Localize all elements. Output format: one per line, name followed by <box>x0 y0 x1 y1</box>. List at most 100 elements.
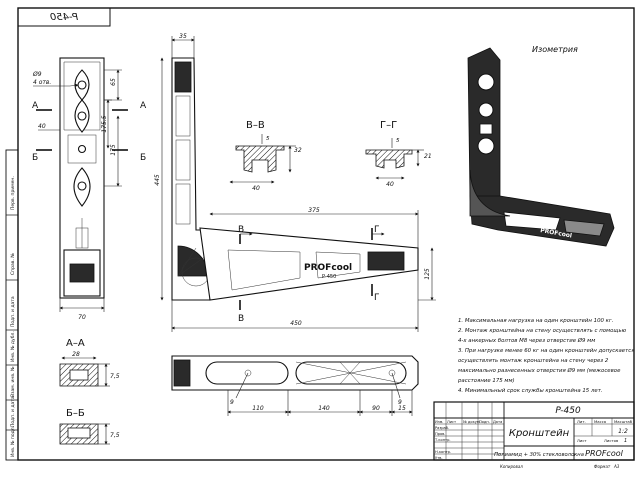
tb-utv: Утв. <box>435 456 443 460</box>
mirrored-title: P-450 <box>50 12 78 23</box>
section-gg: Г–Г 40 21 5 <box>365 120 432 188</box>
margin-field-6: Подп. и дата <box>10 396 16 427</box>
brand-model-side: P-450 <box>322 274 336 280</box>
section-mark-g-bottom: Г <box>374 293 380 303</box>
top-dim-9b: 9 <box>398 399 402 406</box>
side-view: PROFcool P-450 35 445 375 450 125 В В Г … <box>154 33 436 332</box>
tb-nkontr: Н.контр. <box>435 450 451 454</box>
margin-field-1: Перв. примен. <box>10 176 16 210</box>
tb-name: Кронштейн <box>509 428 570 439</box>
isometry-title: Изометрия <box>532 45 578 54</box>
tb-row-izm: Изм. <box>435 420 443 424</box>
tb-row-date: Дата <box>493 420 502 424</box>
dim-450: 450 <box>290 320 302 327</box>
brand-logo-side: PROFcool <box>304 263 352 273</box>
section-mark-v-bottom: В <box>238 314 244 324</box>
section-bb-d7-5: 7,5 <box>110 432 120 439</box>
dim-hole-count: 4 отв. <box>33 79 51 86</box>
technical-notes: 1. Максимальная нагрузка на один кронште… <box>457 318 635 394</box>
section-mark-v-top: В <box>238 225 244 235</box>
margin-field-7: Инв. № подл. <box>10 426 16 457</box>
margin-field-2: Справ. № <box>10 253 16 275</box>
note-line: 3. При нагрузке менее 60 кг на один крон… <box>458 348 635 354</box>
tb-sheet: Лист <box>577 438 587 443</box>
top-dim-15: 15 <box>398 405 406 412</box>
tb-col-lit: Лит. <box>577 419 586 424</box>
hole-icon <box>77 144 87 154</box>
note-line: 2. Монтаж кронштейна на стену осуществля… <box>458 328 627 334</box>
dim-445: 445 <box>154 174 161 186</box>
tb-designation: P-450 <box>555 406 581 416</box>
tb-format: Формат <box>594 464 611 469</box>
section-mark-b-left: Б <box>32 153 38 163</box>
top-dim-90: 90 <box>372 405 380 412</box>
section-mark-a-right: А <box>140 101 147 111</box>
dim-70: 70 <box>78 314 86 321</box>
tb-kopiroval: Копировал <box>500 464 523 469</box>
section-aa: А–А 28 7,5 <box>59 338 120 387</box>
tb-razrab: Разраб. <box>435 426 449 430</box>
isometry-view: Изометрия PROFcool <box>467 45 615 247</box>
section-vv-profile <box>235 145 285 173</box>
dim-35: 35 <box>179 33 187 40</box>
tb-col-mass: Масса <box>594 419 606 424</box>
iso-corner-rib <box>469 169 511 217</box>
section-vv: В–В 40 32 5 <box>229 120 302 192</box>
top-dim-110: 110 <box>252 405 264 412</box>
section-gg-d21: 21 <box>424 153 432 160</box>
section-vv-d40: 40 <box>252 185 260 192</box>
tb-company: PROFcool <box>585 449 623 458</box>
section-aa-d28: 28 <box>72 351 80 358</box>
section-gg-d40: 40 <box>386 181 394 188</box>
hole-icon <box>77 111 87 121</box>
dim-175-5: 175.5 <box>101 115 108 132</box>
section-gg-d5: 5 <box>396 138 400 144</box>
note-line: 1. Максимальная нагрузка на один кронште… <box>458 318 613 324</box>
note-line: осуществлять монтаж кронштейна на стену … <box>458 358 609 364</box>
tb-scale: 1:2 <box>618 428 628 435</box>
note-line: расстояние 175 мм) <box>457 378 515 384</box>
tb-sheets: Листов <box>604 438 619 443</box>
hole-icon <box>77 80 87 90</box>
section-aa-title: А–А <box>66 338 85 349</box>
hole-icon <box>77 181 87 191</box>
section-vv-d32: 32 <box>294 147 302 154</box>
section-mark-g-top: Г <box>374 225 380 235</box>
note-line: 4. Минимальный срок службы кронштейна 15… <box>458 388 603 394</box>
margin-field-3: Подп. и дата <box>10 296 16 327</box>
section-mark-b-right: Б <box>140 153 146 163</box>
section-vv-title: В–В <box>246 120 265 131</box>
section-gg-title: Г–Г <box>380 120 397 131</box>
margin-strip: Перв. примен. Справ. № Подп. и дата Инв.… <box>5 149 19 461</box>
dim-40: 40 <box>38 123 46 130</box>
dim-65: 65 <box>110 78 117 86</box>
tb-sheets-val: 1 <box>624 438 627 444</box>
section-gg-profile <box>365 149 413 169</box>
tb-col-scale: Масштаб <box>614 419 633 424</box>
section-mark-a-left: А <box>32 101 39 111</box>
section-bb: Б–Б 7,5 <box>59 408 120 445</box>
note-line: максимально разнесенных отверстия Ø9 мм … <box>458 367 621 374</box>
top-slot-1 <box>205 361 289 385</box>
dim-125: 125 <box>424 268 431 280</box>
margin-field-4: Инв. № дубл. <box>10 331 16 362</box>
top-dim-140: 140 <box>318 405 330 412</box>
margin-field-5: Взам. инв. № <box>10 366 16 397</box>
dim-hole: Ø9 <box>32 71 42 78</box>
mirrored-title-box <box>17 7 111 27</box>
top-view: 9 9 110 140 90 15 <box>171 355 419 416</box>
front-view: Ø9 4 отв. 65 175.5 175 40 70 А А Б Б <box>32 57 147 321</box>
tb-tkontr: Т.контр. <box>434 438 451 442</box>
section-bb-title: Б–Б <box>66 408 85 419</box>
tb-format-val: А3 <box>613 464 620 469</box>
tb-row-list: Лист <box>447 420 456 424</box>
tb-row-sign: Подп. <box>479 420 490 424</box>
title-block: Изм. Лист № докум. Подп. Дата Разраб. Пр… <box>433 401 635 461</box>
tb-row-doc: № докум. <box>463 420 481 424</box>
dim-375: 375 <box>308 207 320 214</box>
section-vv-d5: 5 <box>266 136 270 142</box>
tb-material: Полиамид + 30% стекловолокна <box>494 452 584 458</box>
tb-prov: Пров. <box>435 432 445 436</box>
note-line: 4-х анкерных болтов М8 через отверстие Ø… <box>458 337 595 344</box>
